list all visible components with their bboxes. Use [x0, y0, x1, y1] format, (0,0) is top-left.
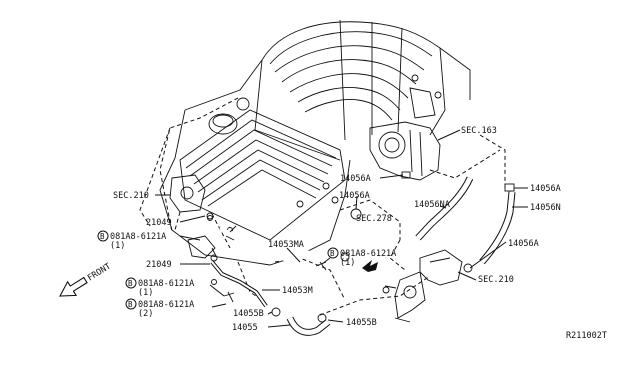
label-21049-b: 21049 [146, 260, 172, 270]
bolt-marker: B [128, 300, 133, 309]
bolt-callout-2: B 081A8-6121A (1) [327, 247, 396, 268]
front-label: FRONT [86, 262, 113, 284]
bolt-code: 081A8-6121A [138, 300, 194, 310]
label-sec210-right: SEC.210 [478, 275, 514, 285]
bolt-code: 081A8-6121A [340, 249, 396, 259]
label-14056a-lower: 14056A [508, 239, 539, 249]
label-sec278: SEC.278 [356, 214, 392, 224]
direction-arrow-icon [362, 260, 378, 272]
front-indicator: FRONT [59, 262, 113, 297]
label-14053m: 14053M [282, 286, 313, 296]
leader-lines [155, 129, 528, 328]
reference-lines [139, 97, 506, 316]
label-14055b-right: 14055B [346, 318, 377, 328]
label-sec210-left: SEC.210 [113, 191, 149, 201]
bolt-callout-4: B 081A8-6121A (2) [125, 298, 194, 319]
label-21049-a: 21049 [146, 218, 172, 228]
bolt-marker: B [100, 232, 105, 241]
label-14053ma: 14053MA [268, 240, 304, 250]
bolt-callout-3: B 081A8-6121A (1) [125, 277, 194, 298]
bolt-qty: (1) [138, 288, 153, 298]
bolt-marker: B [128, 279, 133, 288]
bolt-qty: (1) [340, 258, 355, 268]
label-14055: 14055 [232, 323, 258, 333]
label-14056a-right: 14056A [530, 184, 561, 194]
label-14055b-left: 14055B [233, 309, 264, 319]
label-14056n: 14056N [530, 203, 561, 213]
diagram-id: R211002T [566, 331, 607, 341]
bolt-code: 081A8-6121A [110, 232, 166, 242]
bolt-callout-1: B 081A8-6121A (1) [97, 230, 166, 251]
label-14056a-mid: 14056A [339, 191, 370, 201]
label-sec163: SEC.163 [461, 126, 497, 136]
engine-illustration [159, 19, 471, 266]
part-labels: SEC.163 14056A SEC.210 14056A SEC.278 21… [113, 126, 607, 341]
label-14056na: 14056NA [414, 200, 450, 210]
bolt-qty: (1) [110, 241, 125, 251]
hoses [206, 171, 516, 336]
front-arrow-icon [59, 276, 88, 297]
label-14056a-top: 14056A [340, 174, 371, 184]
bolt-marker: B [330, 249, 335, 258]
bolt-code: 081A8-6121A [138, 279, 194, 289]
bolt-qty: (2) [138, 309, 153, 319]
